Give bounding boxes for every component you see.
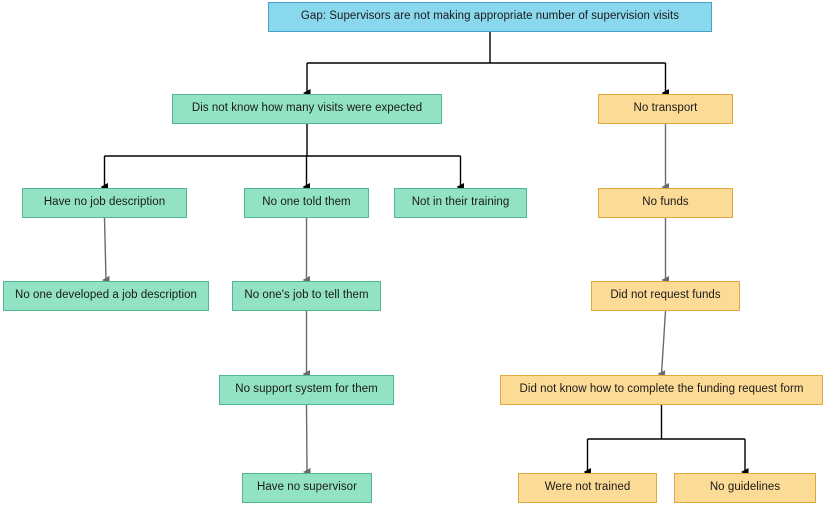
node-label: No funds bbox=[642, 196, 689, 209]
node-did-not-know-how-to-complete-form[interactable]: Did not know how to complete the funding… bbox=[500, 375, 823, 405]
node-dis-not-know[interactable]: Dis not know how many visits were expect… bbox=[172, 94, 442, 124]
node-label: Have no supervisor bbox=[257, 481, 357, 494]
node-no-support-system[interactable]: No support system for them bbox=[219, 375, 394, 405]
node-label: Not in their training bbox=[411, 196, 510, 209]
node-have-no-supervisor[interactable]: Have no supervisor bbox=[242, 473, 372, 503]
edge-have-no-job-description-to-no-one-developed-job-description bbox=[102, 217, 110, 284]
node-label: No one told them bbox=[262, 196, 351, 209]
node-label: No guidelines bbox=[709, 481, 781, 494]
node-did-not-request-funds[interactable]: Did not request funds bbox=[591, 281, 740, 311]
node-label: No support system for them bbox=[235, 383, 378, 396]
node-no-ones-job-to-tell-them[interactable]: No one's job to tell them bbox=[232, 281, 381, 311]
node-label: No one's job to tell them bbox=[244, 289, 369, 302]
node-label: Did not request funds bbox=[610, 289, 721, 302]
edge-no-support-system-to-have-no-supervisor bbox=[303, 404, 311, 476]
node-no-one-told-them[interactable]: No one told them bbox=[244, 188, 369, 218]
node-gap[interactable]: Gap: Supervisors are not making appropri… bbox=[268, 2, 712, 32]
edge-did-not-request-funds-to-did-not-know-how-to-complete-form bbox=[657, 310, 667, 379]
node-no-one-developed-job-description[interactable]: No one developed a job description bbox=[3, 281, 209, 311]
node-label: Gap: Supervisors are not making appropri… bbox=[300, 10, 680, 23]
node-label: Dis not know how many visits were expect… bbox=[191, 102, 423, 115]
node-label: Did not know how to complete the funding… bbox=[519, 383, 804, 396]
node-have-no-job-description[interactable]: Have no job description bbox=[22, 188, 187, 218]
node-not-in-their-training[interactable]: Not in their training bbox=[394, 188, 527, 218]
node-no-guidelines[interactable]: No guidelines bbox=[674, 473, 816, 503]
node-label: Have no job description bbox=[43, 196, 166, 209]
node-were-not-trained[interactable]: Were not trained bbox=[518, 473, 657, 503]
node-no-transport[interactable]: No transport bbox=[598, 94, 733, 124]
node-label: No one developed a job description bbox=[15, 289, 197, 302]
node-label: Were not trained bbox=[544, 481, 631, 494]
node-no-funds[interactable]: No funds bbox=[598, 188, 733, 218]
node-label: No transport bbox=[633, 102, 698, 115]
